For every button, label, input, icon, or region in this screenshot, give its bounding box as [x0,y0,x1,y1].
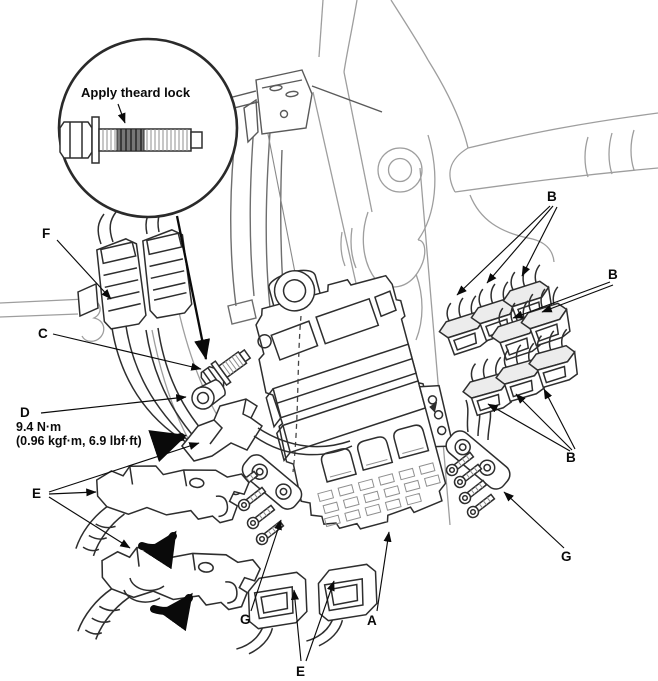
push-arrow-icon [148,430,188,463]
connectors-e-left [74,460,262,657]
vehicle-structure [0,0,658,526]
callout-b-top: B [547,189,557,204]
bolt [244,502,277,532]
bracket-g-right [443,399,511,521]
callout-labels: F C D 9.4 N·m (0.96 kgf·m, 6.9 lbf·ft) E… [16,189,618,679]
inset-pointer-arrow [175,215,211,361]
callout-g-left: G [240,612,251,627]
callout-leaders [40,205,614,662]
torque-value: 9.4 N·m [16,420,61,434]
connector-e-2 [76,539,262,657]
callout-c: C [38,326,48,341]
connector-f-tab [77,282,99,318]
callout-f: F [42,226,50,241]
thread-lock-inset: Apply theard lock [57,37,239,219]
fuse-grid [317,462,441,528]
callout-g-right: G [561,549,572,564]
collar-d [191,379,226,410]
bracket-g-left [227,454,303,548]
inset-circle [57,37,239,219]
inset-note: Apply theard lock [81,85,191,100]
callout-d: D [20,405,30,420]
connectors-b [432,262,582,418]
callout-e-bottom: E [296,664,305,679]
socket-row [320,424,430,483]
flange-bolt [59,116,203,164]
connector-f-2 [142,229,193,319]
callout-e-left: E [32,486,41,501]
upper-bracket [224,69,383,289]
fuse-box [255,269,455,530]
connectors-f [77,201,219,453]
callout-b-right: B [608,267,618,282]
callout-b-lower: B [566,450,576,465]
grommet [273,270,316,312]
rotate-arrow-icon [150,592,193,632]
connector-f-1 [96,238,147,330]
rotate-arrow-icon [138,530,177,570]
callout-a: A [367,613,377,628]
fuse-box-bracket [181,398,353,462]
tab-arrow-icon [429,401,438,413]
connector-e-4 [298,562,384,648]
torque-conversion: (0.96 kgf·m, 6.9 lbf·ft) [16,434,142,448]
